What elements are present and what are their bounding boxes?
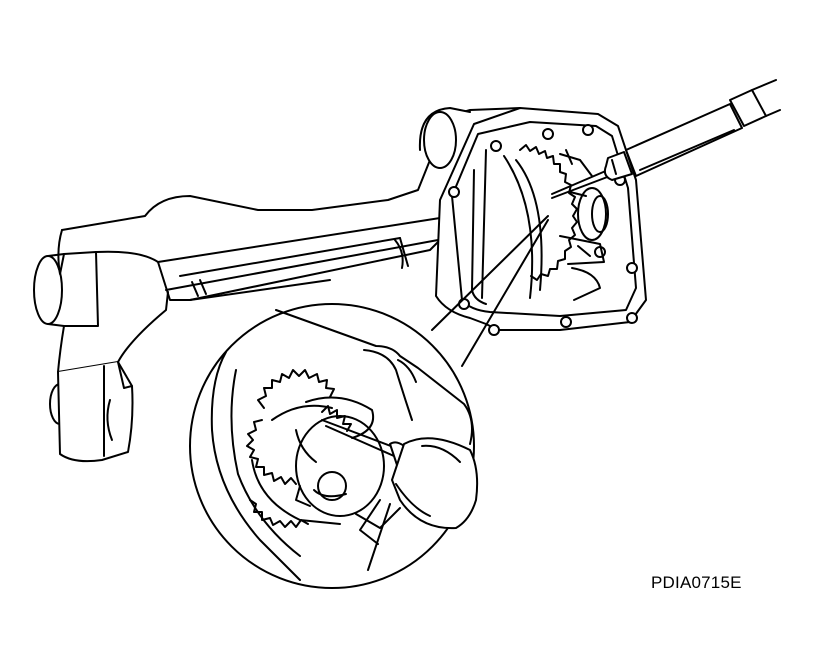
figure-code-label: PDIA0715E [651, 573, 742, 592]
screwdriver-small [552, 80, 780, 198]
magnifier-leader-lines [432, 216, 548, 366]
differential-carrier [420, 108, 646, 335]
magnified-detail [190, 304, 477, 588]
